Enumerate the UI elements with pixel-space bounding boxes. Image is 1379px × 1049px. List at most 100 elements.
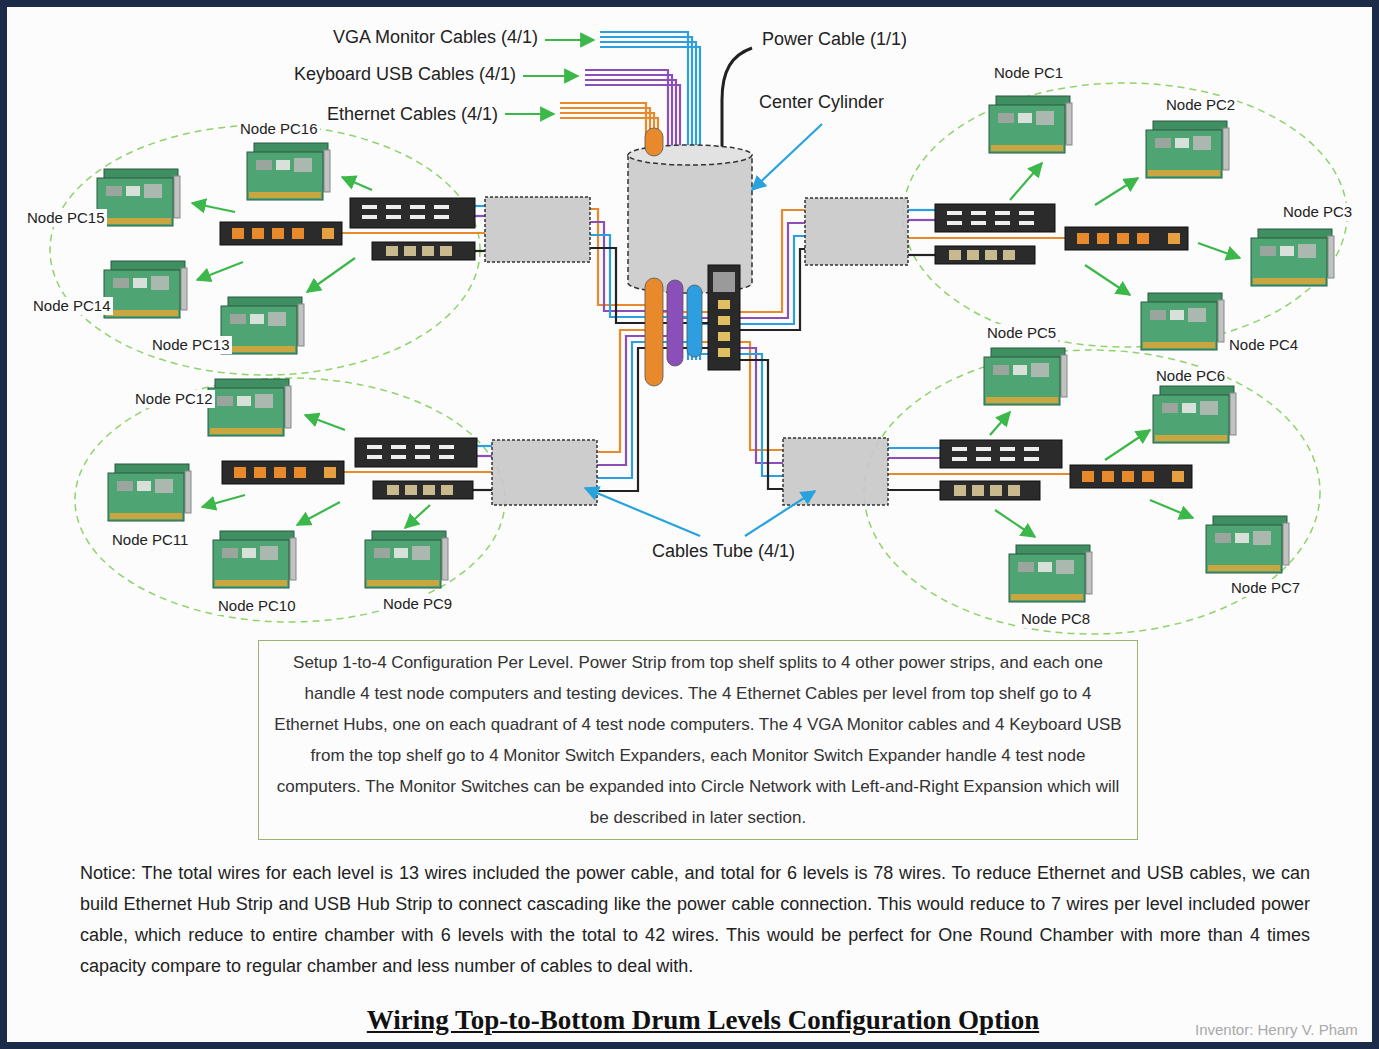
- pc-board: [364, 530, 450, 592]
- callout-label: Center Cylinder: [757, 91, 886, 113]
- node-computer: Node PC3: [1250, 228, 1336, 290]
- description-box: Setup 1-to-4 Configuration Per Level. Po…: [258, 640, 1138, 840]
- flow-arrow: [545, 39, 594, 41]
- cable: [888, 457, 940, 459]
- pc-board: [212, 530, 298, 592]
- node-computer: Node PC10: [212, 530, 298, 592]
- monitor-switch: [940, 481, 1040, 500]
- diagram-title: Wiring Top-to-Bottom Drum Levels Configu…: [365, 1003, 1041, 1037]
- cable: [908, 237, 1065, 239]
- ethernet-hub: [935, 204, 1055, 232]
- node-computer: Node PC9: [364, 530, 450, 592]
- node-computer: Node PC8: [1008, 544, 1094, 606]
- node-label: Node PC2: [1164, 96, 1237, 114]
- ethernet-hub: [940, 440, 1062, 468]
- node-label: Node PC4: [1227, 336, 1300, 354]
- cable-bundle: [687, 285, 702, 357]
- cables-tube-junction: [783, 438, 888, 505]
- node-label: Node PC14: [31, 297, 113, 315]
- flow-arrow: [1085, 265, 1130, 295]
- cables-tube-junction: [805, 198, 908, 265]
- cable: [888, 489, 940, 491]
- node-label: Node PC15: [25, 209, 107, 227]
- cable: [475, 205, 485, 207]
- power-strip: [220, 222, 342, 245]
- node-computer: Node PC15: [96, 168, 182, 230]
- notice-text: Notice: The total wires for each level i…: [78, 858, 1312, 982]
- cable-bundle: [645, 128, 663, 156]
- node-label: Node PC8: [1019, 610, 1092, 628]
- flow-arrow: [990, 412, 1010, 435]
- cable: [888, 447, 940, 449]
- cable: [908, 219, 935, 221]
- flow-arrow: [192, 203, 235, 212]
- node-computer: Node PC14: [103, 260, 189, 322]
- group-outline: [75, 378, 505, 622]
- ethernet-hub: [350, 198, 475, 228]
- node-computer: Node PC1: [988, 95, 1074, 157]
- cables-tube-junction: [485, 197, 590, 262]
- leader-line: [745, 491, 815, 536]
- power-strip: [222, 461, 344, 484]
- pc-board: [103, 260, 189, 322]
- pc-board: [1250, 228, 1336, 290]
- node-computer: Node PC5: [983, 347, 1069, 409]
- flow-arrow: [307, 258, 355, 292]
- flow-arrow: [305, 415, 345, 430]
- monitor-switch: [372, 242, 475, 260]
- flow-arrow: [1010, 163, 1042, 200]
- node-label: Node PC12: [133, 390, 215, 408]
- description-text: Setup 1-to-4 Configuration Per Level. Po…: [273, 647, 1123, 833]
- power-splitter-plate: [713, 272, 735, 292]
- pc-board: [1152, 385, 1238, 447]
- node-label: Node PC3: [1281, 203, 1354, 221]
- callout-label: Cables Tube (4/1): [650, 540, 797, 562]
- node-computer: Node PC13: [220, 296, 306, 358]
- pc-board: [96, 168, 182, 230]
- node-computer: Node PC2: [1145, 120, 1231, 182]
- flow-arrow: [1150, 500, 1193, 518]
- cable-bundle: [667, 280, 683, 366]
- callout-label: Ethernet Cables (4/1): [325, 103, 500, 125]
- node-label: Node PC1: [992, 64, 1065, 82]
- cable: [724, 360, 783, 489]
- cable: [908, 209, 935, 211]
- flow-arrow: [1198, 243, 1240, 258]
- flow-arrow: [342, 177, 372, 190]
- cable: [342, 232, 485, 234]
- node-label: Node PC10: [216, 597, 298, 615]
- pc-board: [107, 463, 193, 525]
- power-outlet: [718, 348, 730, 357]
- flow-arrow: [197, 262, 243, 280]
- node-computer: Node PC6: [1152, 385, 1238, 447]
- watermark: Inventor: Henry V. Pham: [1193, 1019, 1360, 1041]
- callout-label: VGA Monitor Cables (4/1): [331, 26, 540, 48]
- monitor-switch: [935, 246, 1035, 264]
- node-label: Node PC5: [985, 324, 1058, 342]
- pc-board: [207, 378, 293, 440]
- leader-line: [752, 124, 822, 190]
- cable-bundle: [645, 278, 663, 386]
- power-strip: [1065, 227, 1188, 250]
- cable: [477, 445, 492, 447]
- power-strip: [1070, 465, 1192, 488]
- flow-arrow: [505, 113, 554, 115]
- pc-board: [1205, 515, 1291, 577]
- node-label: Node PC7: [1229, 579, 1302, 597]
- ethernet-hub: [355, 438, 477, 467]
- power-outlet: [718, 332, 730, 341]
- flow-arrow: [523, 75, 578, 77]
- callout-label: Power Cable (1/1): [760, 28, 909, 50]
- flow-arrow: [297, 502, 340, 525]
- cable: [888, 473, 1070, 475]
- flow-arrow: [995, 510, 1035, 537]
- flow-arrow: [1095, 178, 1138, 205]
- pc-board: [988, 95, 1074, 157]
- pc-board: [1140, 292, 1226, 354]
- node-label: Node PC16: [238, 120, 320, 138]
- node-label: Node PC11: [110, 531, 190, 549]
- power-splitter: [708, 265, 740, 370]
- flow-arrow: [405, 505, 430, 528]
- group-outline: [50, 125, 480, 375]
- cable: [473, 489, 492, 491]
